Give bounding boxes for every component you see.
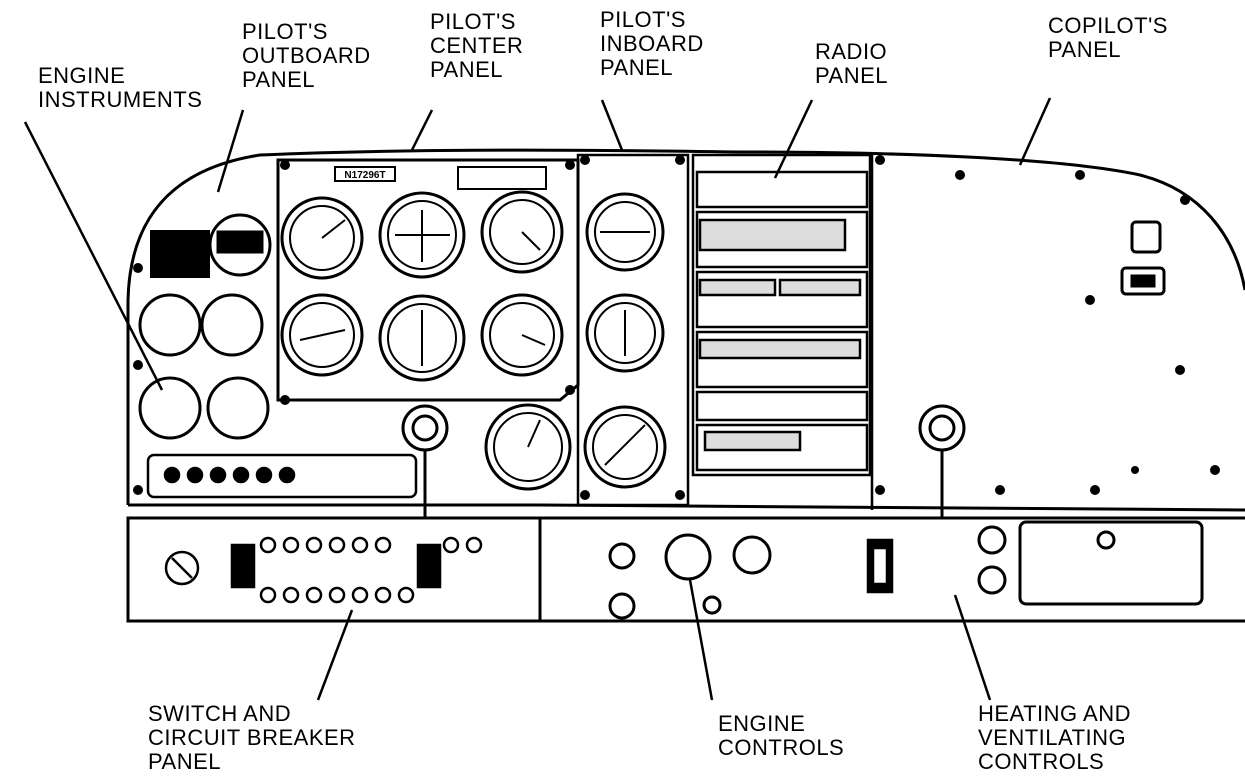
callout-line: CONTROLS [718, 736, 844, 760]
callout-line: CONTROLS [978, 750, 1131, 774]
knob-left [403, 406, 447, 518]
callout-line: SWITCH AND [148, 702, 356, 726]
callout-line: PANEL [242, 68, 371, 92]
callout-line: HEATING AND [978, 702, 1131, 726]
callout-line: PANEL [815, 64, 888, 88]
knob-right [920, 406, 964, 518]
callout-pilots-outboard-panel: PILOT'S OUTBOARD PANEL [242, 20, 371, 92]
copilot-glovebox [1020, 522, 1202, 604]
engine-instruments-placard [150, 230, 210, 278]
callout-line: INBOARD [600, 32, 704, 56]
switch-breaker-panel [166, 538, 481, 602]
callout-line: PILOT'S [430, 10, 523, 34]
annunciator-strip [148, 455, 416, 497]
callout-line: ENGINE [38, 64, 202, 88]
registration-placard: N17296T [335, 167, 546, 189]
callout-line: COPILOT'S [1048, 14, 1168, 38]
callout-engine-instruments: ENGINE INSTRUMENTS [38, 64, 202, 112]
callout-line: CIRCUIT BREAKER [148, 726, 356, 750]
engine-controls [610, 535, 770, 618]
callout-line: ENGINE [718, 712, 844, 736]
callout-line: PILOT'S [600, 8, 704, 32]
registration-text: N17296T [344, 170, 385, 181]
radio-panel [693, 155, 870, 475]
callout-radio-panel: RADIO PANEL [815, 40, 888, 88]
callout-switch-breaker-panel: SWITCH AND CIRCUIT BREAKER PANEL [148, 702, 356, 774]
engine-control-flap [868, 540, 892, 592]
callout-line: VENTILATING [978, 726, 1131, 750]
copilot-controls [1122, 222, 1164, 294]
callout-heating-ventilating-controls: HEATING AND VENTILATING CONTROLS [978, 702, 1131, 774]
callout-line: PANEL [1048, 38, 1168, 62]
callout-engine-controls: ENGINE CONTROLS [718, 712, 844, 760]
callout-copilots-panel: COPILOT'S PANEL [1048, 14, 1168, 62]
callout-line: PANEL [148, 750, 356, 774]
callout-line: PILOT'S [242, 20, 371, 44]
callout-line: INSTRUMENTS [38, 88, 202, 112]
heating-ventilating-controls [979, 527, 1005, 593]
callout-line: OUTBOARD [242, 44, 371, 68]
callout-line: PANEL [430, 58, 523, 82]
callout-line: RADIO [815, 40, 888, 64]
callout-line: CENTER [430, 34, 523, 58]
callout-pilots-center-panel: PILOT'S CENTER PANEL [430, 10, 523, 82]
callout-pilots-inboard-panel: PILOT'S INBOARD PANEL [600, 8, 704, 80]
callout-line: PANEL [600, 56, 704, 80]
